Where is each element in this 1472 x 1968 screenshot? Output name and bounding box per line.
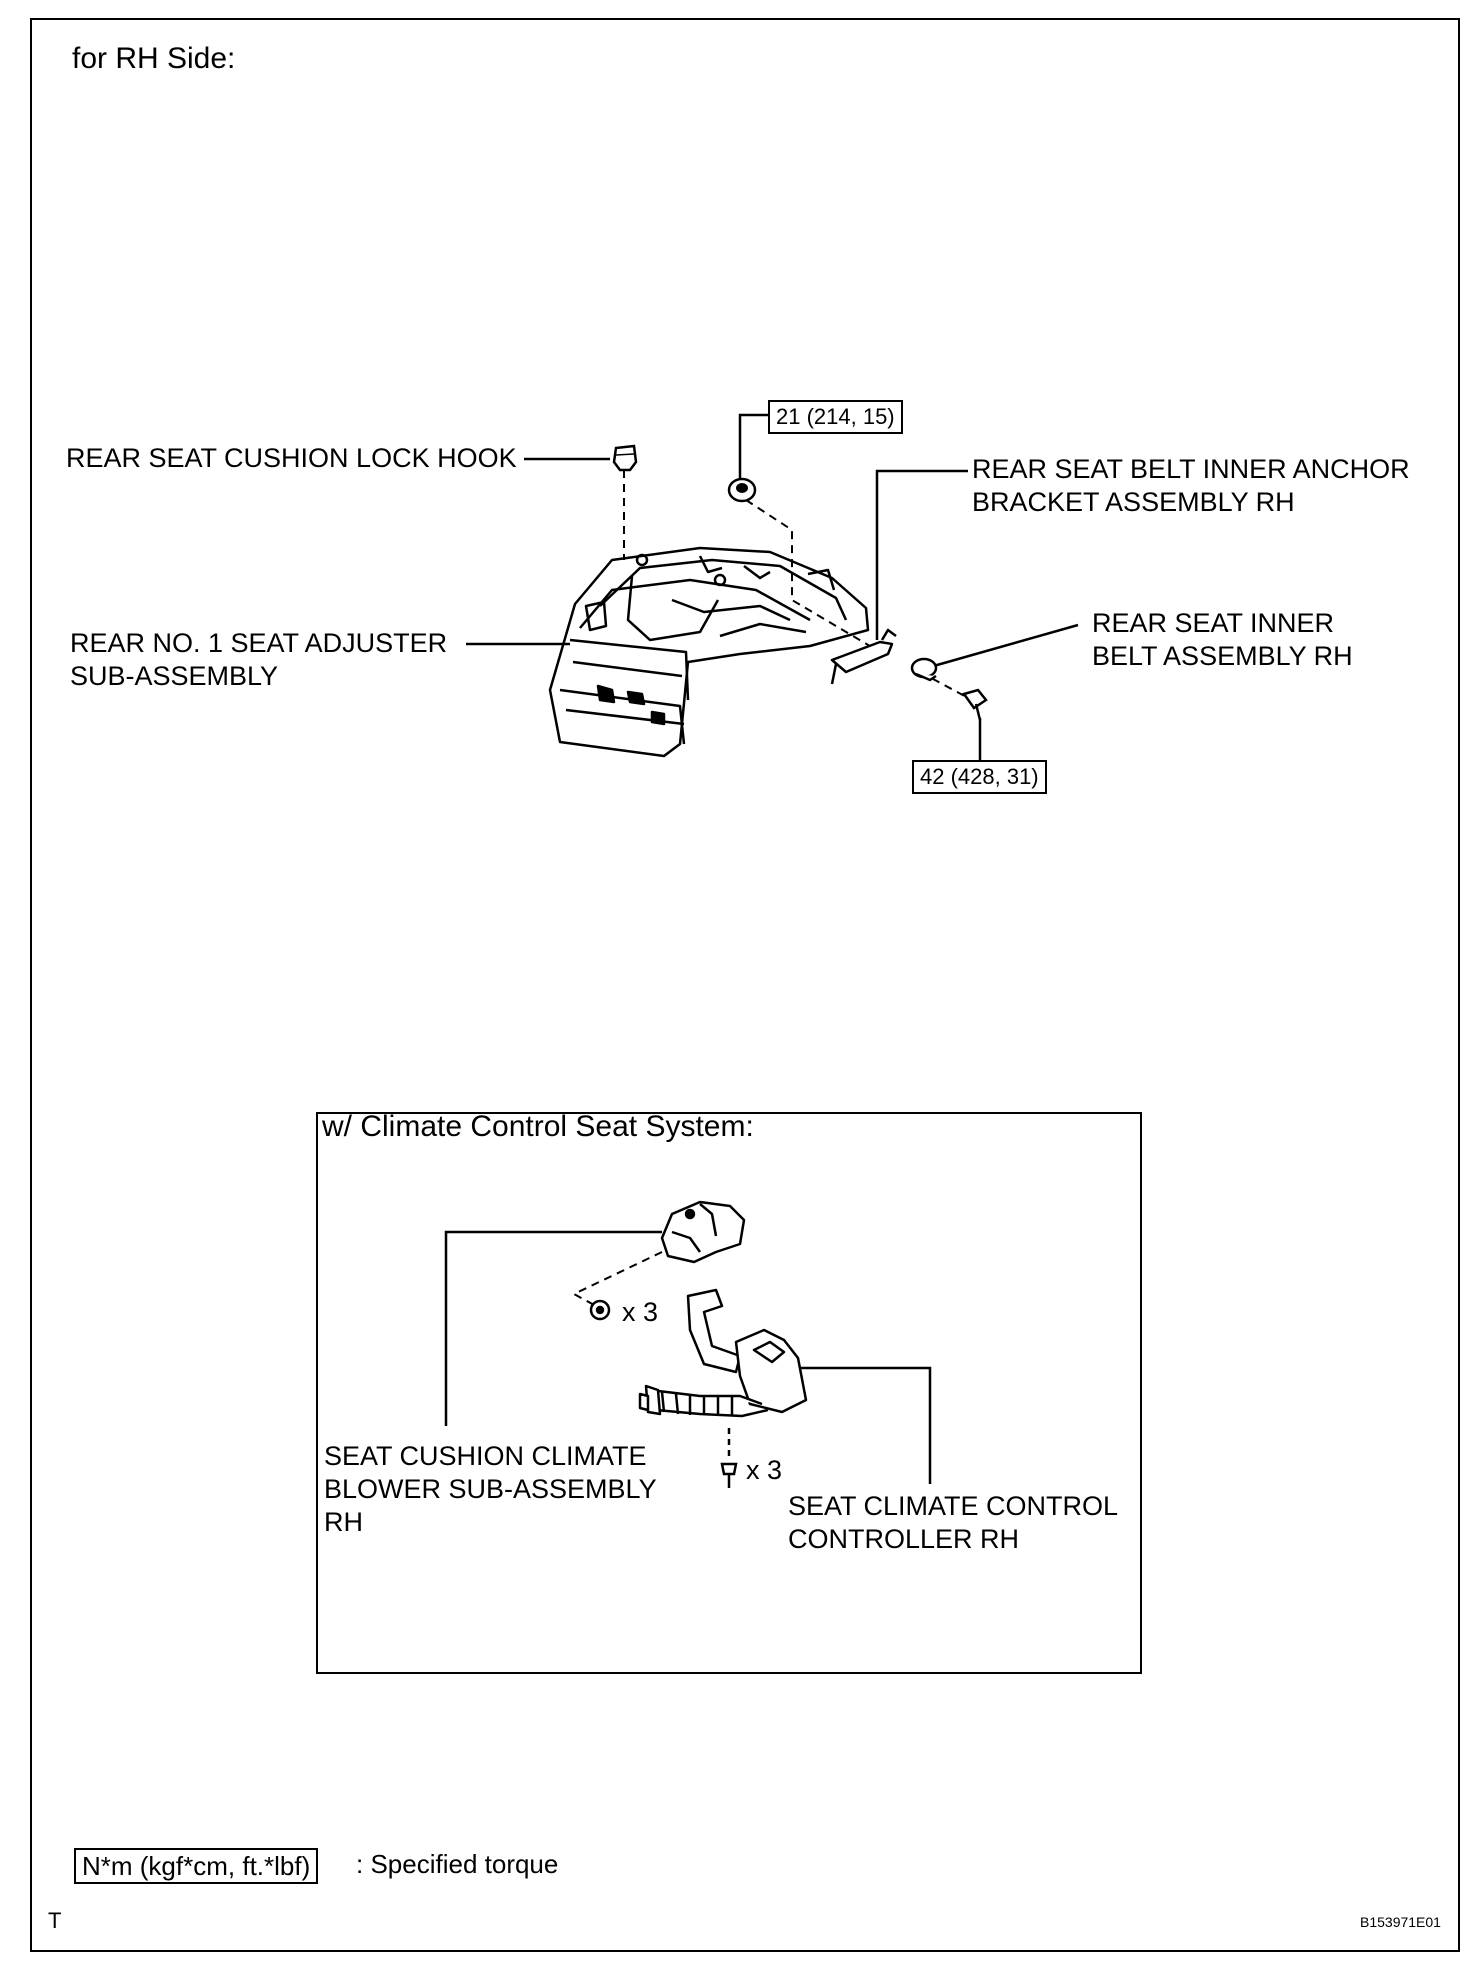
bolt-part [961,688,988,721]
torque-unit-box: N*m (kgf*cm, ft.*lbf) [74,1848,319,1884]
nut-dashed-line [745,499,881,653]
controller-leader [778,1366,932,1484]
view-title: for RH Side: [72,42,236,75]
lock-hook-part [612,444,638,472]
nut-torque-leader [738,413,768,482]
lock-hook-label: REAR SEAT CUSHION LOCK HOOK [66,443,517,473]
anchor-bracket-leader [875,469,968,640]
anchor-bracket-label: REAR SEAT BELT INNER ANCHOR BRACKET ASSE… [972,454,1410,517]
flange-nut-part [727,477,757,503]
torque-legend-text: : Specified torque [356,1849,559,1879]
inner-belt-part [910,657,938,682]
anchor-bracket-part [830,628,897,685]
page-frame [30,18,1460,1952]
controller-label: SEAT CLIMATE CONTROL CONTROLLER RH [788,1491,1119,1554]
inset-title: w/ Climate Control Seat System: [322,1110,754,1143]
climate-control-inset [316,1112,1142,1674]
climate-blower-part [660,1200,746,1264]
seat-adjuster-label: REAR NO. 1 SEAT ADJUSTER SUB-ASSEMBLY [70,628,448,691]
inset-screw-part [720,1428,738,1488]
seat-adjuster-assembly [548,546,870,758]
bolt-dashed-line [919,671,973,701]
inset-nut-part [589,1299,611,1321]
inner-belt-leader [929,623,1079,669]
screw-quantity-label: x 3 [746,1455,783,1485]
blower-dashed-line [571,1251,663,1307]
inner-belt-label: REAR SEAT INNER BELT ASSEMBLY RH [1092,608,1353,671]
figure-code: B153971E01 [1360,1914,1441,1930]
blower-leader [444,1230,662,1426]
nut-quantity-label: x 3 [622,1297,659,1327]
climate-controller-part [638,1288,808,1418]
bolt-torque-spec: 42 (428, 31) [912,760,1047,794]
blower-label: SEAT CUSHION CLIMATE BLOWER SUB-ASSEMBLY… [324,1441,657,1537]
nut-torque-spec: 21 (214, 15) [768,400,903,434]
corner-letter: T [48,1908,62,1933]
